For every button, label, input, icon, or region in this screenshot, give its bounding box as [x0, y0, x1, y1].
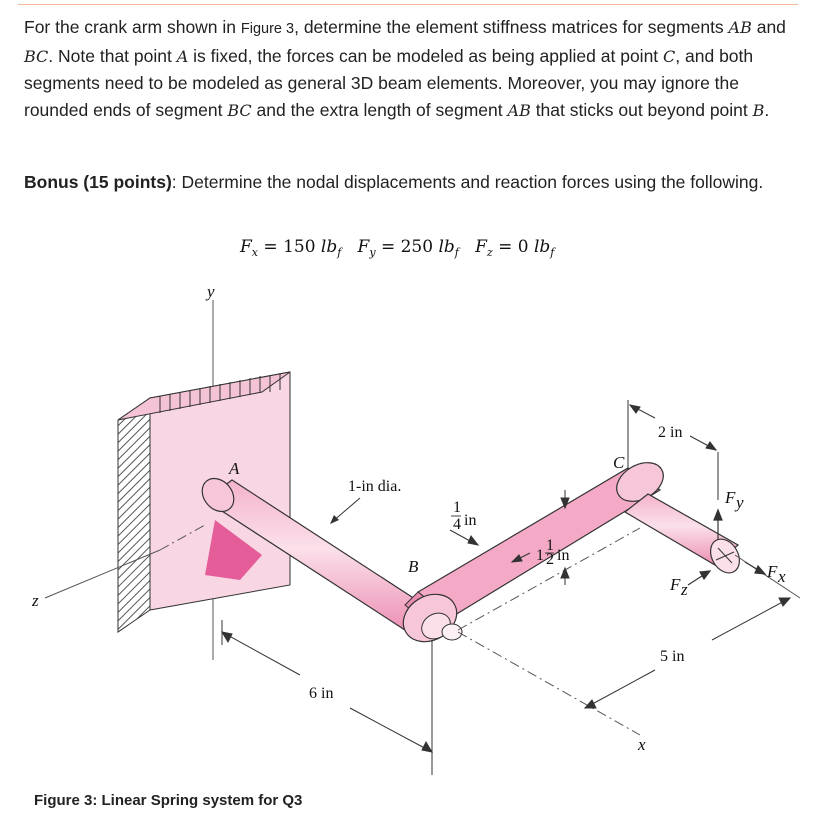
force-fx-label: F	[766, 562, 778, 581]
dim-5in-label: 5 in	[660, 648, 684, 665]
force-fy-sub: y	[734, 493, 744, 512]
point-b-label: B	[408, 557, 419, 576]
point-a-label: A	[228, 459, 240, 478]
force-fx-arrow	[744, 561, 767, 575]
ab-centerline	[159, 524, 206, 551]
frac-quarter-num: 1	[453, 499, 461, 516]
rod-c	[623, 493, 741, 574]
figure-caption: Figure 3: Linear Spring system for Q3	[34, 792, 303, 809]
frac-half-whole: 1	[536, 547, 544, 564]
crank-plate-bc	[402, 462, 664, 643]
force-fy-arrow	[713, 508, 723, 540]
dia-label: 1-in dia.	[348, 478, 401, 495]
bonus-label: Bonus (15 points)	[24, 172, 172, 192]
dim-1-5in-unit: in	[557, 547, 569, 564]
bc-centerline	[457, 527, 641, 631]
frac-quarter-den: 4	[453, 516, 461, 533]
z-axis-line	[44, 549, 161, 599]
force-fz-label: F	[669, 575, 681, 594]
dimension-1-5in	[510, 490, 570, 585]
rod-ab	[201, 477, 437, 633]
dimension-2in	[627, 400, 719, 500]
force-fz-arrow	[687, 570, 712, 586]
dimension-quarter-in	[449, 529, 480, 546]
force-fy-label: F	[724, 488, 736, 507]
force-values: Fx = 150 lbf Fy = 250 lbf Fz = 0 lbf	[240, 237, 555, 259]
axis-label-y: y	[205, 282, 215, 301]
dim-2in-label: 2 in	[658, 424, 682, 441]
force-fx-sub: x	[777, 567, 786, 586]
dim-quarter-unit: in	[464, 512, 476, 529]
frac-half-num: 1	[546, 537, 554, 554]
problem-statement: For the crank arm shown in Figure 3, det…	[24, 17, 786, 120]
frac-half-den: 2	[546, 551, 554, 568]
top-rule	[18, 4, 798, 5]
dim-6in-label: 6 in	[309, 685, 333, 702]
point-c-label: C	[613, 453, 625, 472]
force-fz-sub: z	[680, 580, 688, 599]
dimension-5in	[583, 597, 792, 709]
dimension-6in	[220, 620, 434, 775]
figure-reference: Figure 3	[240, 21, 295, 37]
axis-label-z: z	[31, 591, 39, 610]
x-axis-line	[457, 631, 641, 736]
axis-label-x: x	[637, 735, 646, 754]
bonus-statement: Bonus (15 points): Determine the nodal d…	[24, 172, 764, 192]
